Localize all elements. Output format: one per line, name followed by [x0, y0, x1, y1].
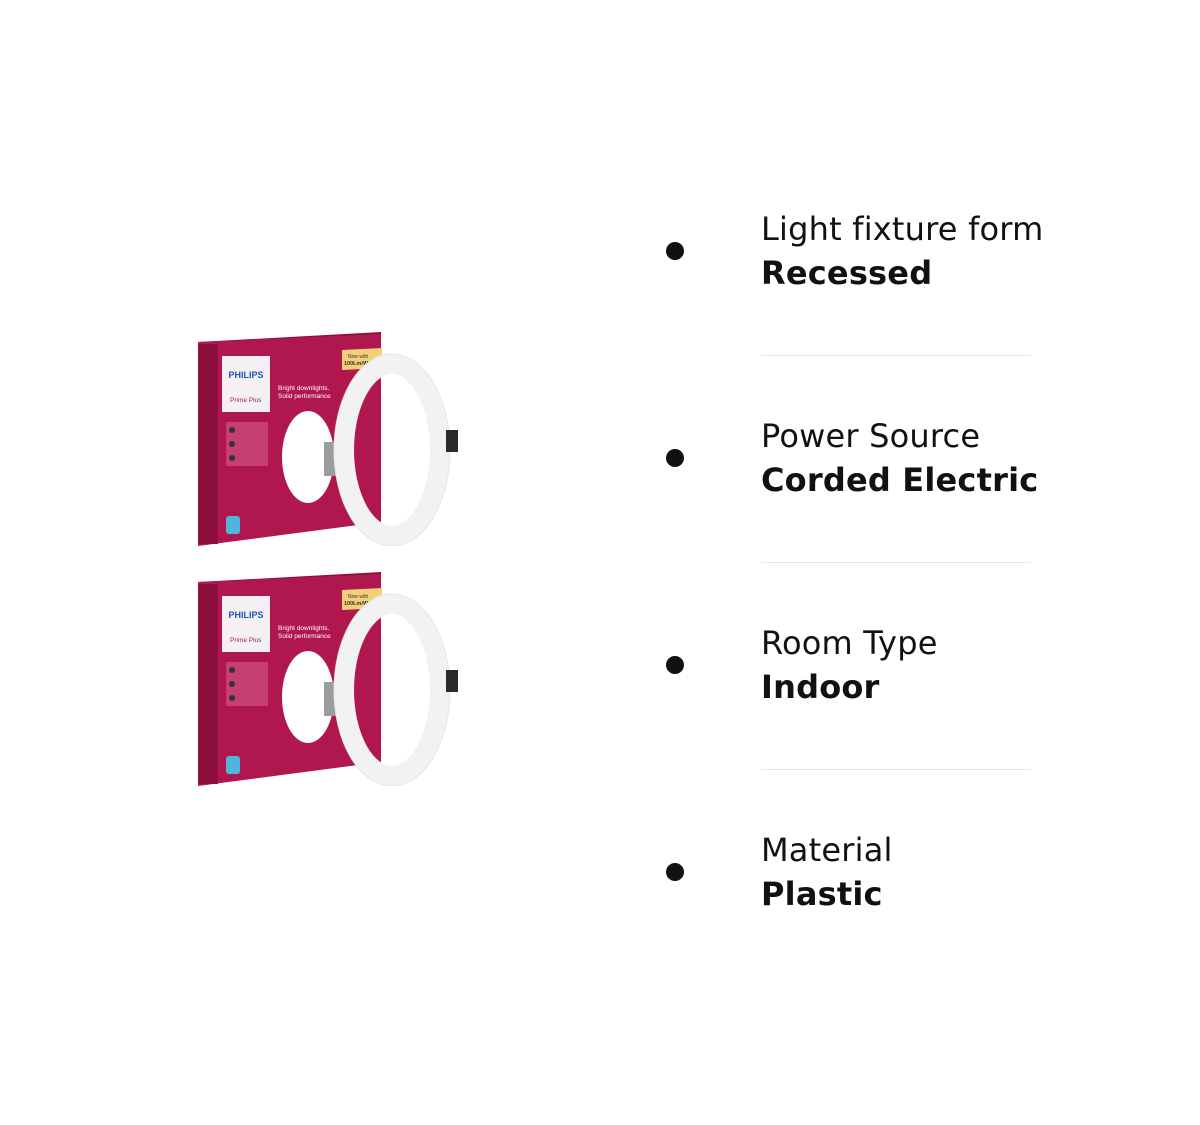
brand-logo-text: PHILIPS: [228, 370, 263, 380]
feature-icon: [229, 681, 235, 687]
tagline-line-2: Solid performance: [278, 633, 331, 640]
product-line-text: Prime Plus: [230, 397, 262, 404]
spec-list: Light fixture form Recessed Power Source…: [660, 180, 1044, 1008]
spec-divider: [761, 355, 1031, 356]
spec-label: Light fixture form: [761, 210, 1044, 248]
warranty-badge-icon: [226, 756, 240, 774]
spec-item-light-fixture-form: Light fixture form Recessed: [660, 180, 1044, 387]
tagline-line-1: Bright downlights.: [278, 385, 329, 392]
spec-label: Material: [761, 831, 893, 869]
brand-panel: [222, 356, 270, 412]
feature-icon: [229, 667, 235, 673]
product-line-text: Prime Plus: [230, 637, 262, 644]
product-image-top: PHILIPS Prime Plus Bright downlights. So…: [196, 332, 466, 546]
tagline-line-2: Solid performance: [278, 393, 331, 400]
badge-line-1: Now with: [348, 354, 369, 360]
spec-item-material: Material Plastic: [660, 801, 1040, 1008]
brand-logo-text: PHILIPS: [228, 610, 263, 620]
brand-panel: [222, 596, 270, 652]
downlight-package-illustration: PHILIPS Prime Plus Bright downlights. So…: [198, 332, 458, 546]
downlight-glow: [282, 651, 334, 743]
badge-line-2: 100Lm/Watt*: [344, 361, 378, 367]
downlight-package-illustration: PHILIPS Prime Plus Bright downlights. So…: [198, 572, 458, 786]
spec-label: Power Source: [761, 417, 981, 455]
bullet-icon: [666, 449, 684, 467]
bullet-icon: [666, 863, 684, 881]
spec-value: Plastic: [761, 875, 883, 913]
bullet-icon: [666, 656, 684, 674]
feature-icon: [229, 427, 235, 433]
spec-item-power-source: Power Source Corded Electric: [660, 387, 1040, 594]
warranty-badge-icon: [226, 516, 240, 534]
feature-icon: [229, 695, 235, 701]
downlight-ring: [334, 594, 450, 786]
badge-line-2: 100Lm/Watt*: [344, 601, 378, 607]
spec-divider: [761, 769, 1031, 770]
driver-block: [446, 670, 458, 692]
spec-label: Room Type: [761, 624, 938, 662]
badge-line-1: Now with: [348, 594, 369, 600]
spec-value: Indoor: [761, 668, 880, 706]
downlight-glow: [282, 411, 334, 503]
box-side-strip: [198, 344, 218, 544]
feature-icon: [229, 441, 235, 447]
product-image-bottom: PHILIPS Prime Plus Bright downlights. So…: [196, 572, 466, 786]
downlight-ring: [334, 354, 450, 546]
feature-icon: [229, 455, 235, 461]
spec-item-room-type: Room Type Indoor: [660, 594, 1040, 801]
spec-value: Recessed: [761, 254, 933, 292]
spec-divider: [761, 562, 1031, 563]
bullet-icon: [666, 242, 684, 260]
tagline-line-1: Bright downlights.: [278, 625, 329, 632]
driver-block: [446, 430, 458, 452]
box-side-strip: [198, 584, 218, 784]
spec-value: Corded Electric: [761, 461, 1039, 499]
